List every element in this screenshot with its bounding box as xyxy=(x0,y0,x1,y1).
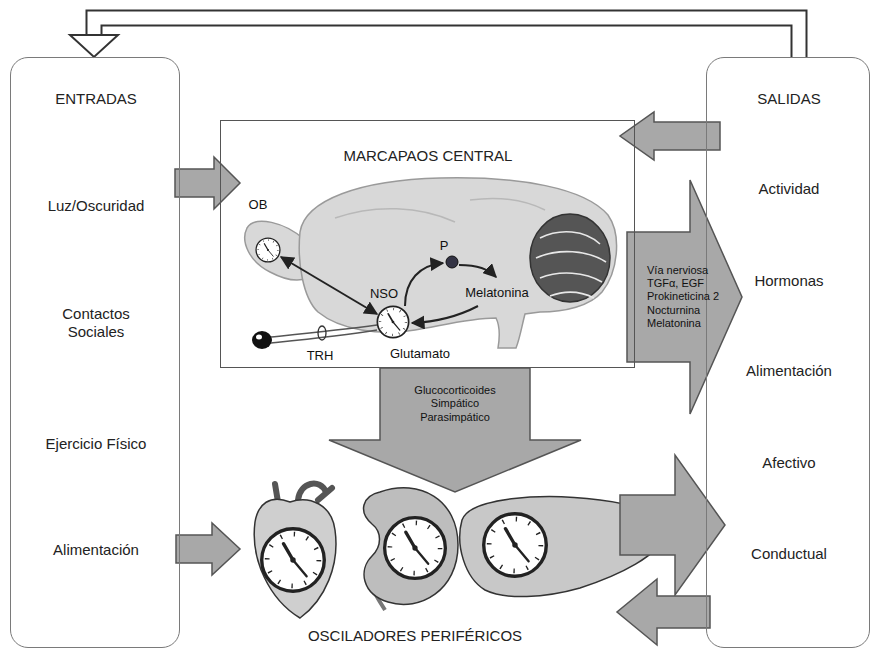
optic-tract xyxy=(271,325,377,343)
item-text: Conductual xyxy=(734,545,844,563)
arrow-body xyxy=(94,18,799,57)
item-text: Hormonas xyxy=(734,272,844,290)
arrow-shape xyxy=(175,157,240,209)
kidney-figure xyxy=(364,488,458,610)
anatomy-label: P xyxy=(440,239,449,253)
block-arrow xyxy=(620,455,725,595)
block-arrow xyxy=(620,112,720,160)
item-text: Ejercicio Físico xyxy=(41,435,151,453)
brain-fold xyxy=(335,209,455,222)
clock-icon xyxy=(256,238,280,262)
block-arrow xyxy=(627,180,742,414)
cerebellum-fold xyxy=(536,232,606,298)
arrow-shape xyxy=(176,523,240,575)
item-text: Luz/Oscuridad xyxy=(41,197,151,215)
arrow-shape xyxy=(329,368,581,492)
clock-icon xyxy=(262,529,325,592)
panel-heading: MARCAPAOS CENTRAL xyxy=(344,147,513,165)
anatomy-label: NSO xyxy=(370,287,398,301)
arrow-shape xyxy=(617,579,710,645)
block-arrow xyxy=(175,157,240,209)
eye-highlight xyxy=(256,335,262,340)
cerebrum xyxy=(299,178,616,348)
output-panel: SALIDAS ActividadHormonasAlimentaciónAfec… xyxy=(706,57,870,648)
block-arrow xyxy=(70,18,799,57)
pathway-arrow xyxy=(281,257,377,314)
arrow-shape xyxy=(620,112,720,160)
heart-figure xyxy=(254,484,336,618)
item-text: Alimentación xyxy=(41,541,151,559)
arrow-head xyxy=(70,35,118,57)
block-arrow xyxy=(617,579,710,645)
signal-label: Glucocorticoides Simpático Parasimpático xyxy=(405,384,505,424)
panel-heading: OSCILADORES PERIFÉRICOS xyxy=(308,627,522,645)
kidney-body xyxy=(364,488,458,605)
signal-label: Vía nerviosa TGFα, EGF Prokineticina 2 N… xyxy=(647,264,725,330)
central-pacemaker-box: MARCAPAOS CENTRAL xyxy=(220,120,635,368)
input-panel: ENTRADAS Luz/OscuridadContactos SocialesE… xyxy=(10,57,180,648)
pathway-arrow xyxy=(459,265,496,277)
pathway-arrow xyxy=(405,263,443,306)
anatomy-label: Melatonina xyxy=(465,286,529,300)
anatomy-label: OB xyxy=(249,198,268,212)
arrow-outline xyxy=(94,18,799,57)
anatomy-label: TRH xyxy=(307,349,334,363)
item-text: Afectivo xyxy=(734,454,844,472)
cerebellum xyxy=(530,214,610,302)
peripheral-oscillators: OSCILADORES PERIFÉRICOS xyxy=(238,492,630,651)
panel-heading: SALIDAS xyxy=(724,90,854,108)
arrow-shape xyxy=(620,455,725,595)
arrow-shape xyxy=(627,180,742,414)
clock-icon xyxy=(377,306,408,337)
brain-figure xyxy=(245,178,617,349)
block-arrow xyxy=(329,368,581,492)
brain-fold xyxy=(470,198,545,210)
heart-body xyxy=(254,499,336,618)
clock-icon xyxy=(385,518,446,579)
item-text: Actividad xyxy=(734,180,844,198)
item-text: Alimentación xyxy=(734,362,844,380)
block-arrow xyxy=(176,523,240,575)
item-text: Contactos Sociales xyxy=(41,305,151,341)
pineal-gland xyxy=(446,256,458,268)
eye xyxy=(252,331,272,349)
anatomy-label: Glutamato xyxy=(390,347,450,361)
trh-ring xyxy=(318,326,326,340)
pathway-arrow xyxy=(412,306,478,323)
panel-heading: ENTRADAS xyxy=(31,90,161,108)
clock-icon xyxy=(484,514,547,577)
